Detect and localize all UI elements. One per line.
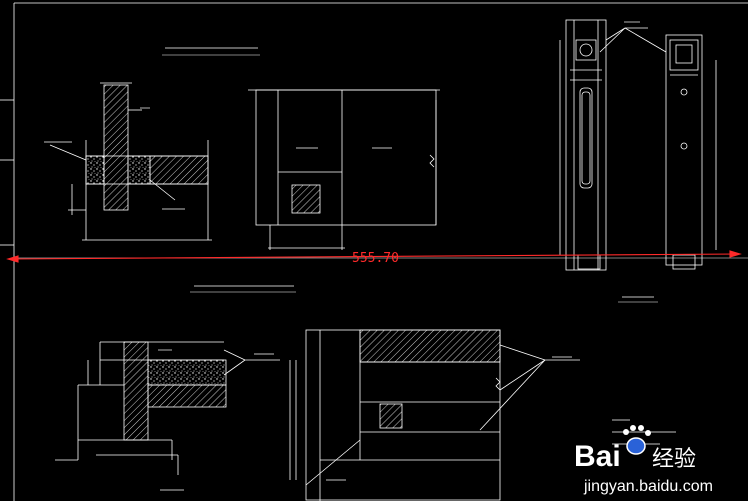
detail-post-elevation	[559, 19, 717, 271]
watermark: Bai 经验 jingyan.baidu.com	[574, 425, 713, 495]
hatched-slab-lower	[147, 384, 227, 408]
watermark-brand-jingyan: 经验	[652, 447, 696, 472]
paw-icon	[623, 425, 651, 455]
concrete-fill-left	[85, 155, 105, 185]
detail-section-4	[55, 341, 280, 475]
detail-section-1	[49, 82, 212, 241]
hatched-block	[291, 184, 321, 214]
dimension-value: 555.70	[352, 251, 399, 266]
hatched-slab	[149, 155, 209, 185]
watermark-brand-bai: Bai	[574, 440, 621, 473]
hatched-post-lower	[123, 341, 149, 441]
overall-dimension	[6, 250, 742, 263]
hatched-post	[103, 84, 129, 211]
concrete-fill-right	[127, 155, 151, 185]
watermark-url: jingyan.baidu.com	[583, 478, 713, 495]
detail-plan-5	[289, 329, 580, 501]
hatched-band	[359, 329, 501, 363]
hatched-square	[379, 403, 403, 429]
detail-plan-2	[248, 89, 440, 250]
